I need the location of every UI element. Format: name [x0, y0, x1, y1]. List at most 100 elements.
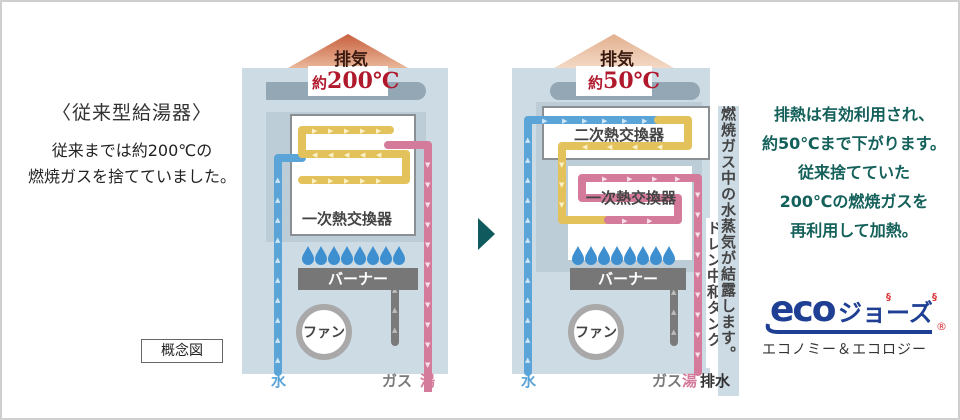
svg-text:▲: ▲	[275, 296, 281, 304]
primary-heat-exchanger	[290, 114, 416, 236]
exhaust-temperature: 約200℃	[312, 68, 399, 94]
svg-text:▲: ▲	[525, 236, 531, 244]
burner: バーナー	[570, 268, 686, 290]
eco-unit: 排気 約50℃ ▲▲▲▲▲▲▲▲▲▲▲▲ ▶▶▶▶▶▶ ▼▼▼ ◀◀◀◀	[512, 32, 742, 396]
exhaust-label: 排気	[334, 50, 368, 70]
svg-text:▲: ▲	[525, 356, 531, 364]
svg-text:▼: ▼	[695, 331, 701, 339]
exhaust-arrow-icon	[554, 34, 674, 96]
svg-text:▶: ▶	[344, 127, 350, 135]
svg-text:▲: ▲	[525, 216, 531, 224]
svg-text:◀: ◀	[582, 143, 588, 151]
registered-mark: ®	[936, 320, 947, 333]
burner-flames-icon	[572, 246, 675, 265]
svg-text:▼: ▼	[425, 321, 431, 329]
condensation-note: 燃焼ガス中の水蒸気が結露します。	[718, 106, 739, 396]
svg-text:▶: ▶	[622, 117, 628, 125]
fan: ファン	[568, 304, 624, 360]
svg-text:▼: ▼	[559, 201, 565, 209]
svg-text:▼: ▼	[559, 181, 565, 189]
svg-text:▼: ▼	[695, 211, 701, 219]
svg-text:▼: ▼	[425, 341, 431, 349]
svg-text:▶: ▶	[562, 117, 568, 125]
svg-text:◀: ◀	[607, 143, 613, 151]
water-label: 水	[271, 372, 287, 390]
svg-text:▲: ▲	[275, 256, 281, 264]
svg-text:▼: ▼	[425, 241, 431, 249]
svg-text:▲: ▲	[275, 176, 281, 184]
svg-text:▼: ▼	[695, 271, 701, 279]
svg-text:▲: ▲	[525, 276, 531, 284]
conventional-description-line2: 燃焼ガスを捨てていました。	[27, 167, 236, 186]
svg-text:§: §	[932, 292, 937, 303]
hot-water-label: 湯	[682, 372, 698, 390]
exhaust-temp-prefix: 約	[312, 74, 328, 92]
svg-text:▼: ▼	[425, 301, 431, 309]
svg-text:◀: ◀	[657, 143, 663, 151]
svg-text:▶: ▶	[542, 117, 548, 125]
svg-text:▶: ▶	[602, 117, 608, 125]
primary-hx-label: 一次熱交換器	[586, 189, 677, 207]
svg-text:▶: ▶	[360, 127, 366, 135]
concept-diagram-label: 概念図	[141, 339, 223, 363]
svg-text:▼: ▼	[425, 201, 431, 209]
conventional-description-line1: 従来までは約200℃の	[51, 141, 213, 160]
conventional-unit: 排気 約200℃ ▲▲▲▲▲▲▲▲▲▲ ▼▼▼▼▼▼▼▼▼▼▼ ▶▶▶▶▶	[242, 32, 462, 392]
eco-logo-text: eco	[770, 289, 836, 330]
eco-description-line: 200℃の燃焼ガスを	[779, 192, 929, 211]
svg-text:▲: ▲	[275, 336, 281, 344]
secondary-heat-exchanger	[542, 106, 710, 160]
svg-text:▲: ▲	[671, 308, 677, 316]
svg-text:◀: ◀	[360, 151, 366, 159]
svg-text:▶: ▶	[360, 177, 366, 185]
svg-text:▲: ▲	[525, 156, 531, 164]
svg-text:▼: ▼	[425, 221, 431, 229]
svg-text:◀: ◀	[328, 151, 334, 159]
svg-text:▲: ▲	[525, 316, 531, 324]
svg-text:▼: ▼	[425, 181, 431, 189]
svg-text:▼: ▼	[425, 161, 431, 169]
svg-text:▲: ▲	[275, 316, 281, 324]
svg-text:▶: ▶	[642, 117, 648, 125]
gas-label: ガス	[652, 372, 683, 390]
svg-text:▲: ▲	[392, 306, 398, 314]
exhaust-temp-value: 200℃	[327, 68, 400, 94]
water-flow-pipes: ▲▲▲▲▲▲▲▲▲▲ ▼▼▼▼▼▼▼▼▼▼▼ ▶▶▶▶▶ ◀◀◀◀◀ ▶▶▶▶▶…	[274, 126, 432, 392]
svg-text:▶: ▶	[647, 217, 653, 225]
svg-text:§: §	[886, 292, 891, 303]
svg-text:▼: ▼	[695, 311, 701, 319]
svg-text:▼: ▼	[695, 351, 701, 359]
svg-text:▲: ▲	[525, 336, 531, 344]
fan: ファン	[296, 304, 352, 360]
primary-hx-label: 一次熱交換器	[302, 210, 393, 228]
svg-text:▲: ▲	[525, 176, 531, 184]
svg-text:▼: ▼	[425, 361, 431, 369]
burner-flames-icon	[302, 246, 405, 265]
eco-description-line: 再利用して加熱。	[790, 221, 918, 240]
exhaust-temp-value: 50℃	[603, 68, 660, 94]
svg-text:▶: ▶	[328, 127, 334, 135]
gas-label: ガス	[382, 372, 413, 390]
eco-description: 排熱は有効利用され、 約50℃まで下がります。 従来捨てていた 200℃の燃焼ガ…	[754, 100, 954, 245]
eco-description-line: 約50℃まで下がります。	[761, 134, 947, 153]
svg-text:▲: ▲	[275, 276, 281, 284]
svg-text:▶: ▶	[675, 175, 681, 183]
svg-text:▲: ▲	[275, 196, 281, 204]
svg-text:▶: ▶	[328, 177, 334, 185]
water-label: 水	[521, 372, 537, 390]
svg-text:▼: ▼	[695, 251, 701, 259]
exhaust-temp-prefix: 約	[588, 74, 604, 92]
svg-text:◀: ◀	[376, 151, 382, 159]
svg-text:▲: ▲	[525, 256, 531, 264]
svg-text:▶: ▶	[376, 177, 382, 185]
svg-text:▶: ▶	[312, 127, 318, 135]
svg-text:▲: ▲	[392, 326, 398, 334]
svg-text:▲: ▲	[671, 328, 677, 336]
svg-text:▶: ▶	[344, 177, 350, 185]
svg-text:▼: ▼	[695, 191, 701, 199]
svg-text:▲: ▲	[525, 136, 531, 144]
eco-logo-katakana: ジョーズ	[838, 299, 933, 327]
svg-text:▲: ▲	[275, 236, 281, 244]
svg-text:▲: ▲	[275, 216, 281, 224]
